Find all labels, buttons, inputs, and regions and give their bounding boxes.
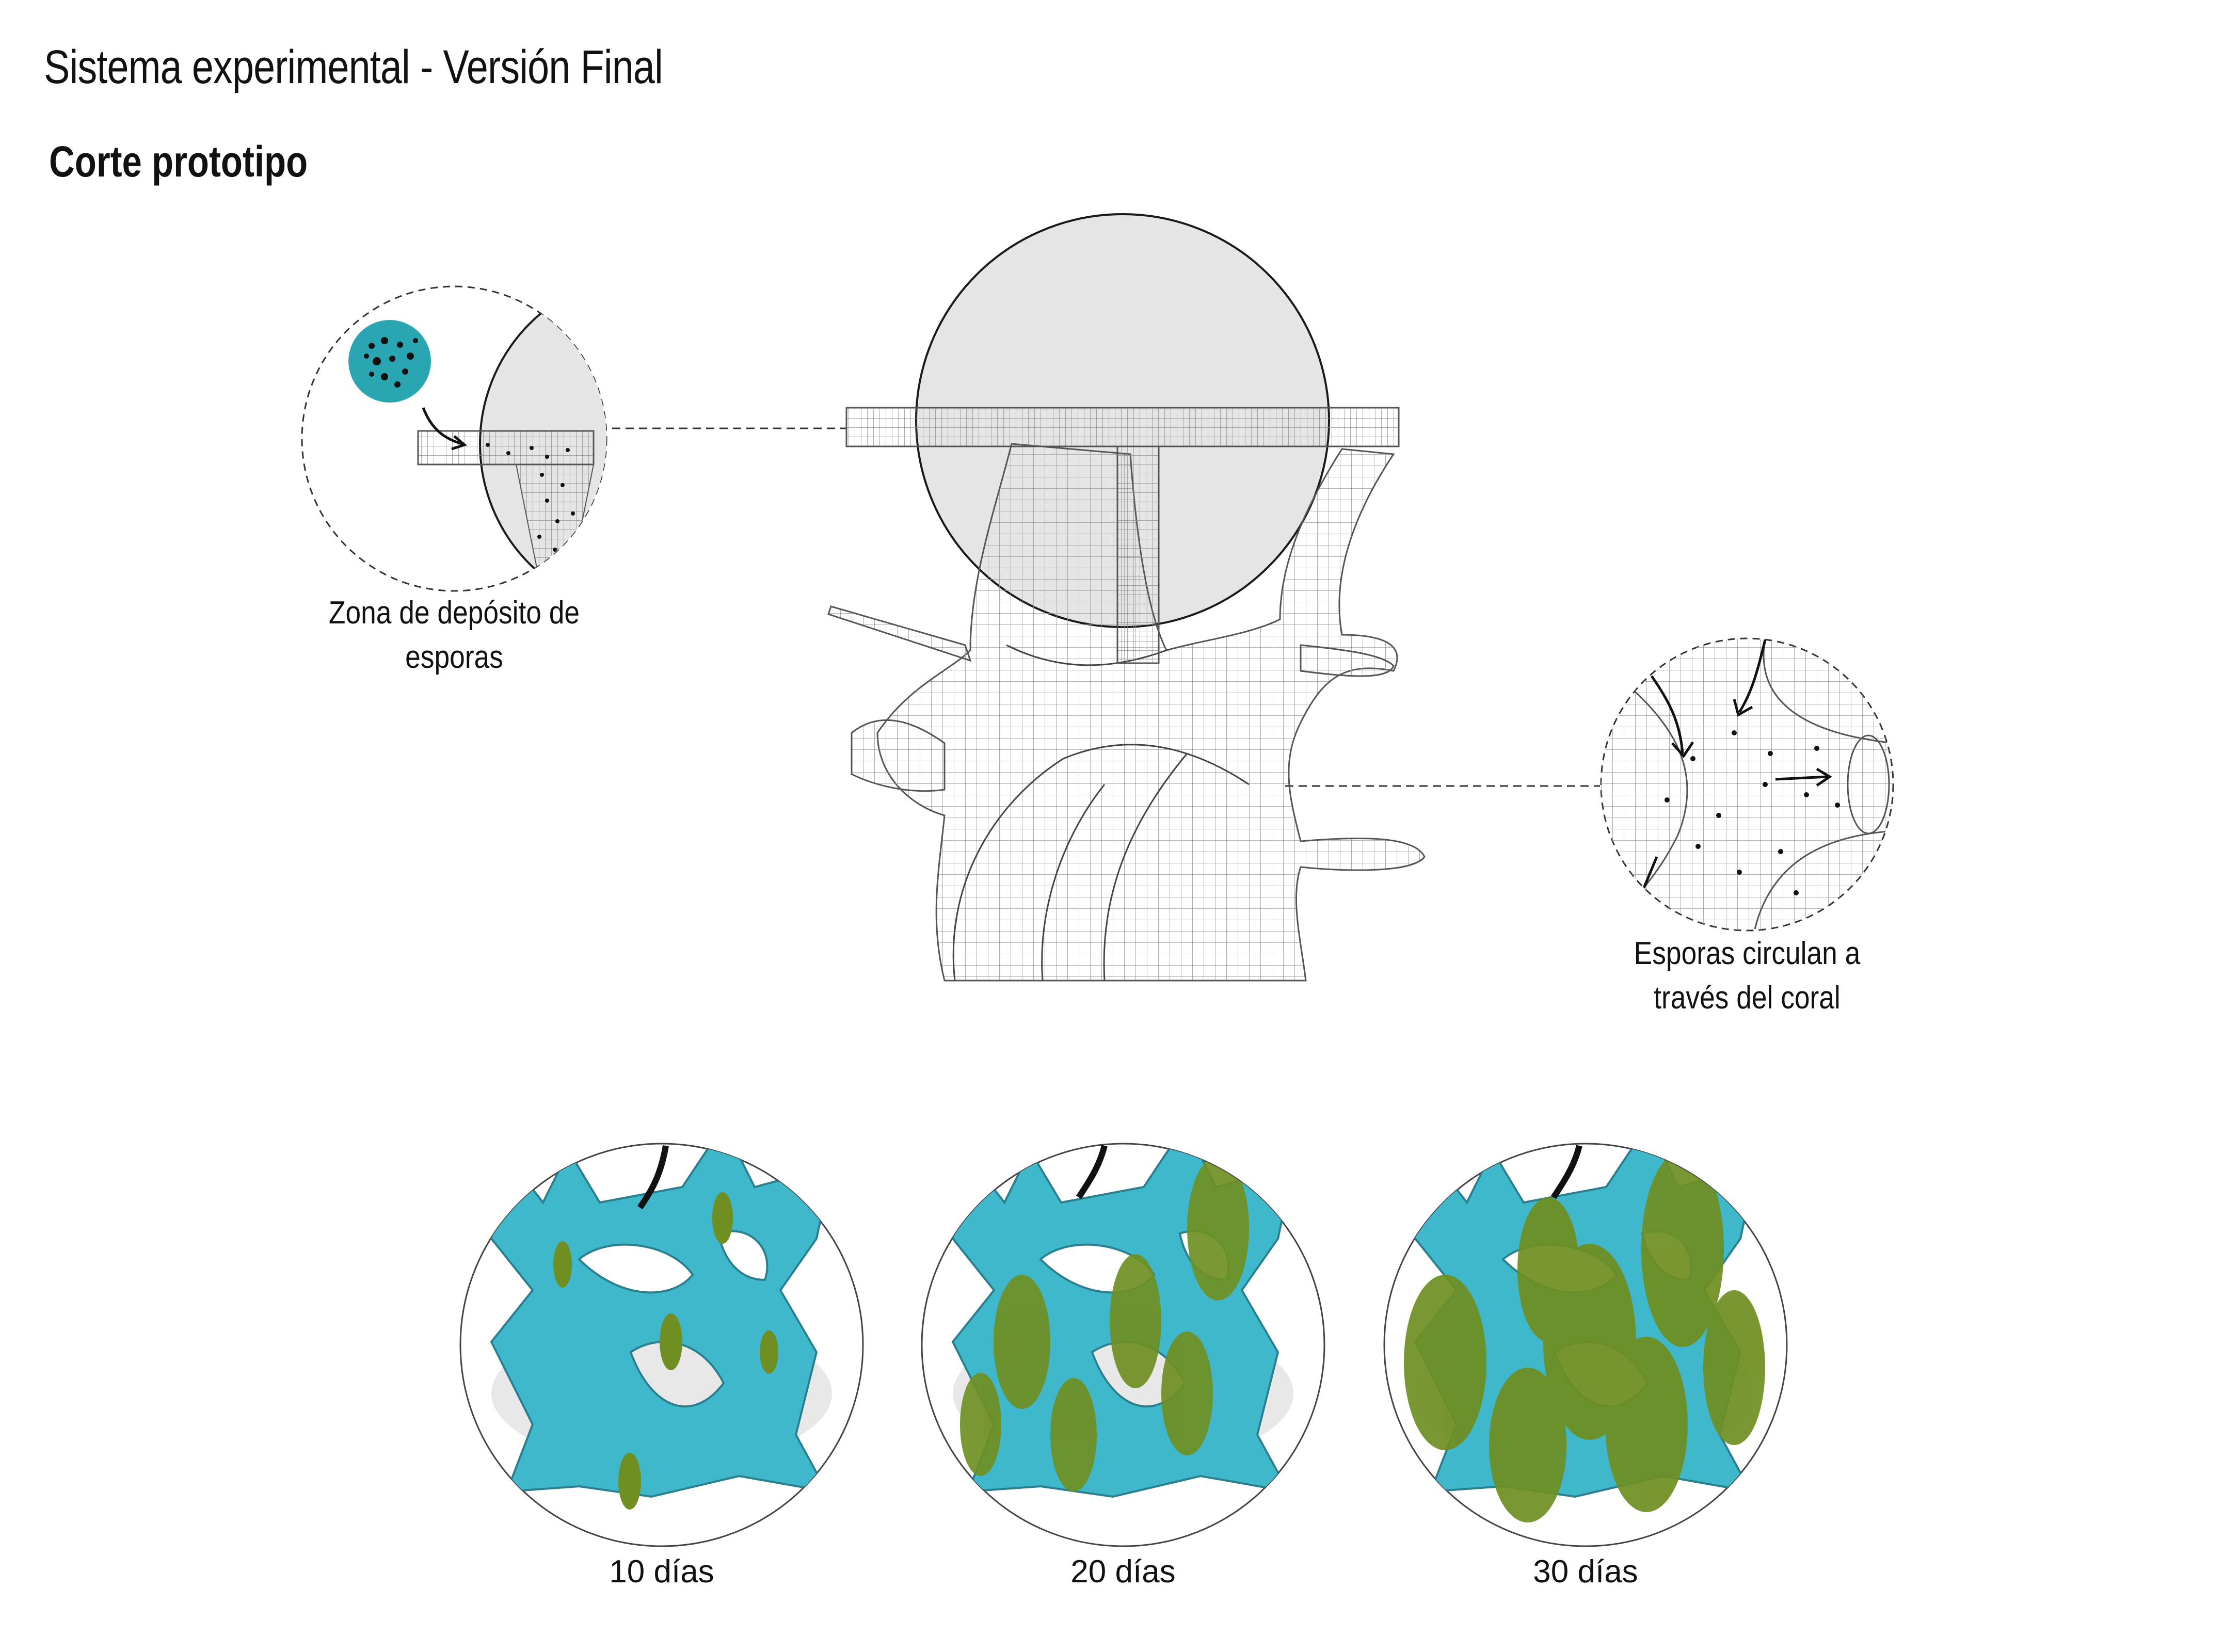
central-column xyxy=(1116,445,1160,664)
stage-30-days-image xyxy=(1383,1143,1788,1547)
stage-label: 30 días xyxy=(1533,1554,1638,1590)
section-subtitle: Corte prototipo xyxy=(49,137,308,186)
page-title: Sistema experimental - Versión Final xyxy=(44,41,663,93)
stage-label: 20 días xyxy=(1070,1554,1176,1590)
flow-arrow-icon xyxy=(422,407,468,451)
stage-10-days-image xyxy=(459,1143,864,1547)
spore-flow-caption: Esporas circulan a través del coral xyxy=(1634,936,1861,1016)
spore-zone-caption: Zona de depósito de esporas xyxy=(328,595,580,675)
stage-20-days-image xyxy=(921,1143,1325,1547)
deposit-bar xyxy=(845,407,1400,447)
coral-mesh xyxy=(827,443,1426,982)
spore-disc-icon xyxy=(348,320,431,403)
spore-deposit-callout xyxy=(301,285,607,592)
prototype-section xyxy=(827,213,1426,982)
stage-label: 10 días xyxy=(609,1554,714,1590)
spore-flow-callout xyxy=(1600,637,1894,932)
